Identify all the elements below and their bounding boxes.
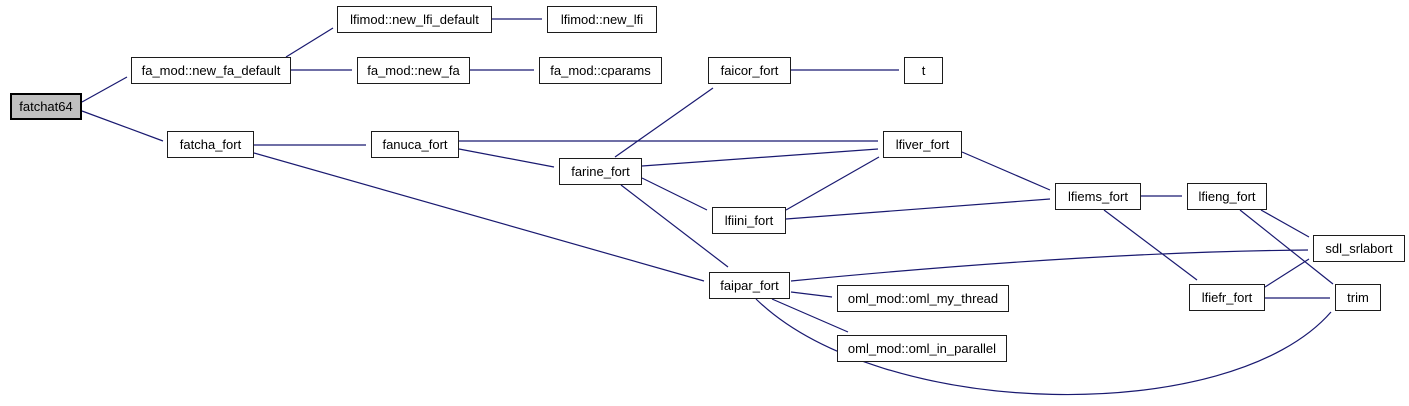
node-oml_in_parallel[interactable]: oml_mod::oml_in_parallel [837,335,1007,362]
edge-lfiefr_fort-to-sdl_srlabort [1264,258,1310,288]
node-new_lfi[interactable]: lfimod::new_lfi [547,6,657,33]
edge-lfiems_fort-to-lfiefr_fort [1103,209,1198,281]
node-lfieng_fort[interactable]: lfieng_fort [1187,183,1267,210]
edge-faipar_fort-to-oml_in_parallel [771,298,849,333]
node-lfiefr_fort[interactable]: lfiefr_fort [1189,284,1265,311]
edge-lfieng_fort-to-sdl_srlabort [1260,209,1310,238]
node-new_fa_default[interactable]: fa_mod::new_fa_default [131,57,291,84]
edge-lfiver_fort-to-lfiems_fort [961,151,1051,191]
node-fatchat64[interactable]: fatchat64 [10,93,82,120]
edge-fatchat64-to-fatcha_fort [81,110,164,142]
node-new_fa[interactable]: fa_mod::new_fa [357,57,470,84]
edge-fatchat64-to-new_fa_default [81,76,128,103]
edge-faipar_fort-to-sdl_srlabort [790,249,1309,282]
edge-lfiini_fort-to-lfiver_fort [785,156,880,211]
edge-lfieng_fort-to-trim [1239,209,1334,285]
edge-lfiini_fort-to-lfiems_fort [785,198,1051,220]
edge-fatcha_fort-to-faipar_fort [253,152,705,282]
edge-fanuca_fort-to-farine_fort [458,148,555,168]
edge-faipar_fort-to-oml_my_thread [790,291,833,298]
edge-faipar_fort-to-trim [755,298,1332,396]
edge-farine_fort-to-faipar_fort [620,184,729,268]
node-new_lfi_default[interactable]: lfimod::new_lfi_default [337,6,492,33]
node-fatcha_fort[interactable]: fatcha_fort [167,131,254,158]
edge-farine_fort-to-faicor_fort [614,87,714,158]
edge-farine_fort-to-lfiini_fort [641,177,708,211]
node-cparams[interactable]: fa_mod::cparams [539,57,662,84]
node-farine_fort[interactable]: farine_fort [559,158,642,185]
edge-group [81,18,1334,396]
edge-new_fa_default-to-new_lfi_default [285,27,334,58]
node-lfiver_fort[interactable]: lfiver_fort [883,131,962,158]
node-lfiini_fort[interactable]: lfiini_fort [712,207,786,234]
node-trim[interactable]: trim [1335,284,1381,311]
node-t[interactable]: t [904,57,943,84]
node-fanuca_fort[interactable]: fanuca_fort [371,131,459,158]
node-faipar_fort[interactable]: faipar_fort [709,272,790,299]
node-oml_my_thread[interactable]: oml_mod::oml_my_thread [837,285,1009,312]
node-faicor_fort[interactable]: faicor_fort [708,57,791,84]
node-sdl_srlabort[interactable]: sdl_srlabort [1313,235,1405,262]
edge-farine_fort-to-lfiver_fort [641,148,879,167]
node-lfiems_fort[interactable]: lfiems_fort [1055,183,1141,210]
